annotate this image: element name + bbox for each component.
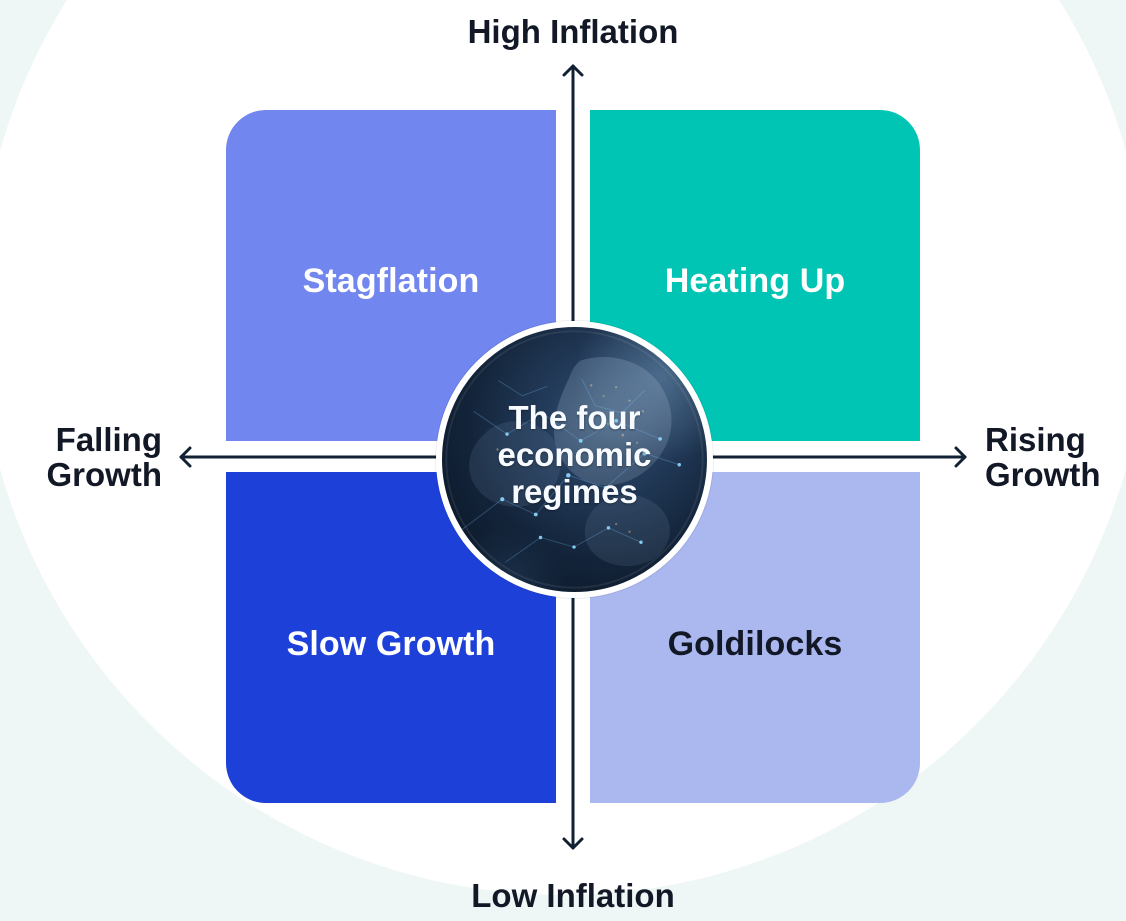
falling-growth-line-2: Growth [46,455,162,493]
heating-up-label: Heating Up [664,262,846,300]
center-title: The four economic regimes [466,399,683,510]
high-inflation-label: High Inflation [467,13,679,50]
goldilocks-label: Goldilocks [667,625,843,663]
rising-growth-label: Rising Growth [985,421,1126,493]
stagflation-label: Stagflation [302,262,480,300]
center-title-line-1: The four [508,399,641,436]
earth-globe-image [442,327,707,592]
slow-growth-quadrant: Slow Growth [226,472,556,803]
falling-growth-label: Falling Growth [20,421,162,493]
slow-growth-label: Slow Growth [286,625,496,663]
rising-growth-line-1: Rising [985,421,1086,458]
low-inflation-label: Low Inflation [471,877,675,914]
rising-growth-line-2: Growth [985,455,1101,493]
center-globe: The four economic regimes [436,321,713,598]
falling-growth-line-1: Falling [55,421,162,458]
center-title-line-3: regimes [511,473,638,510]
center-title-line-2: economic [497,436,652,473]
